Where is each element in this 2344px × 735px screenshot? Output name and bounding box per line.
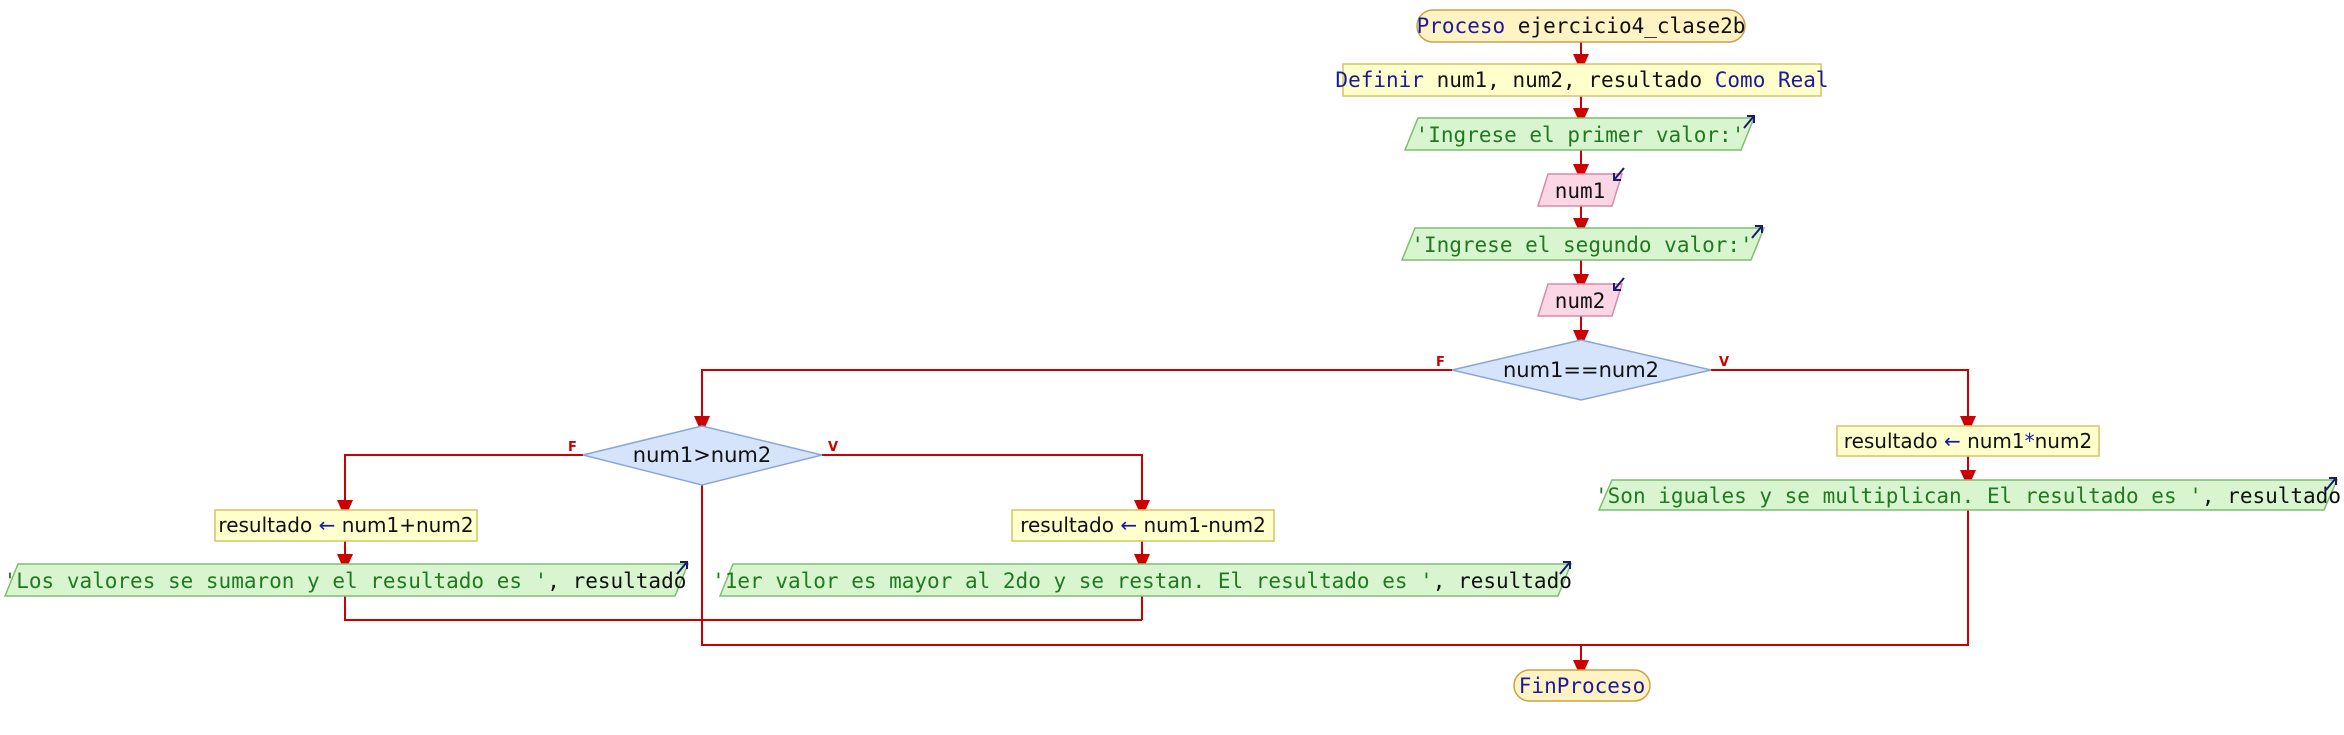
assign-sub-rhs: num1-num2 xyxy=(1143,513,1265,537)
assign-arrow: ← xyxy=(319,513,336,537)
write-sum-var: , resultado xyxy=(547,569,686,593)
write-node-2: 'Ingrese el segundo valor:' xyxy=(1400,225,1766,261)
cond2-true-label: V xyxy=(828,440,838,455)
assign-sum-rhs: num1+num2 xyxy=(342,513,474,537)
assign-sub-lhs: resultado xyxy=(1020,513,1114,537)
flow-edge-cond1-false xyxy=(694,369,1452,434)
output-arrow-icon xyxy=(1751,225,1763,239)
process-start-node: Proceso ejercicio4_clase2b xyxy=(1416,9,1746,43)
svg-text:'Son iguales y se multiplican.: 'Son iguales y se multiplican. El result… xyxy=(1595,484,2341,508)
read1-text: num1 xyxy=(1555,179,1606,203)
write-sub-node: '1er valor es mayor al 2do y se restan. … xyxy=(712,561,1573,597)
read-node-1: num1 xyxy=(1536,167,1625,207)
write-sum-string: 'Los valores se sumaron y el resultado e… xyxy=(4,569,548,593)
process-end-node: FinProceso xyxy=(1513,669,1651,702)
define-keyword: Definir xyxy=(1335,68,1424,92)
decision-node-1: num1==num2 F V xyxy=(1436,339,1729,401)
write-sum-node: 'Los valores se sumaron y el resultado e… xyxy=(4,561,690,597)
read-node-2: num2 xyxy=(1536,277,1625,317)
svg-text:resultado ← num1-num2: resultado ← num1-num2 xyxy=(1020,513,1266,537)
flow-lines xyxy=(337,42,1976,678)
svg-text:resultado ← num1+num2: resultado ← num1+num2 xyxy=(218,513,473,537)
output-arrow-icon xyxy=(2325,477,2337,491)
process-name: ejercicio4_clase2b xyxy=(1518,14,1746,38)
output-arrow-icon xyxy=(676,561,688,575)
write-node-1: 'Ingrese el primer valor:' xyxy=(1403,115,1756,151)
svg-text:Definir num1, num2, resultado: Definir num1, num2, resultado Como Real xyxy=(1335,68,1828,92)
write-mult-var: , resultado xyxy=(2202,484,2341,508)
output-arrow-icon xyxy=(1743,115,1755,129)
flow-edge xyxy=(1581,510,1969,646)
assign-arrow: ← xyxy=(1944,429,1961,453)
write2-text: 'Ingrese el segundo valor:' xyxy=(1411,233,1752,257)
assign-sum-node: resultado ← num1+num2 xyxy=(214,509,478,542)
assign-mult-rhs-a: num1 xyxy=(1967,429,2025,453)
write-mult-string: 'Son iguales y se multiplican. El result… xyxy=(1595,484,2202,508)
assign-mult-rhs-b: num2 xyxy=(2035,429,2093,453)
process-keyword: Proceso xyxy=(1417,14,1506,38)
svg-text:'Los valores se sumaron y el r: 'Los valores se sumaron y el resultado e… xyxy=(4,569,687,593)
write-sub-var: , resultado xyxy=(1433,569,1572,593)
flow-edge xyxy=(344,596,1142,621)
cond2-text: num1>num2 xyxy=(633,443,771,467)
output-arrow-icon xyxy=(1559,561,1571,575)
read2-text: num2 xyxy=(1555,289,1606,313)
assign-arrow: ← xyxy=(1120,513,1137,537)
define-node: Definir num1, num2, resultado Como Real xyxy=(1335,63,1829,97)
end-label: FinProceso xyxy=(1519,674,1645,698)
flow-edge xyxy=(701,620,1581,646)
define-vars: num1, num2, resultado xyxy=(1437,68,1703,92)
write-sub-string: '1er valor es mayor al 2do y se restan. … xyxy=(712,569,1433,593)
assign-mult-op: * xyxy=(2025,429,2035,453)
cond1-true-label: V xyxy=(1719,355,1729,370)
input-arrow-icon xyxy=(1613,167,1625,181)
assign-sub-node: resultado ← num1-num2 xyxy=(1011,509,1275,542)
assign-sum-lhs: resultado xyxy=(218,513,312,537)
decision-node-2: num1>num2 F V xyxy=(568,425,838,486)
define-type: Real xyxy=(1778,68,1829,92)
input-arrow-icon xyxy=(1613,277,1625,291)
cond1-false-label: F xyxy=(1436,355,1445,370)
svg-text:'1er valor es mayor al 2do y s: '1er valor es mayor al 2do y se restan. … xyxy=(712,569,1572,593)
cond1-text: num1==num2 xyxy=(1503,358,1659,382)
svg-text:resultado ← num1*num2: resultado ← num1*num2 xyxy=(1844,429,2092,453)
flow-edge-cond1-true xyxy=(1711,369,1976,434)
assign-mult-node: resultado ← num1*num2 xyxy=(1836,425,2100,457)
cond2-false-label: F xyxy=(568,440,577,455)
write-mult-node: 'Son iguales y se multiplican. El result… xyxy=(1595,477,2341,511)
svg-text:Proceso ejercicio4_clase2b: Proceso ejercicio4_clase2b xyxy=(1417,14,1746,38)
write1-text: 'Ingrese el primer valor:' xyxy=(1416,123,1745,147)
define-type-keyword: Como xyxy=(1715,68,1766,92)
assign-mult-lhs: resultado xyxy=(1844,429,1938,453)
flow-edge-cond2-true xyxy=(822,454,1150,518)
flow-edge-cond2-false xyxy=(337,454,583,518)
